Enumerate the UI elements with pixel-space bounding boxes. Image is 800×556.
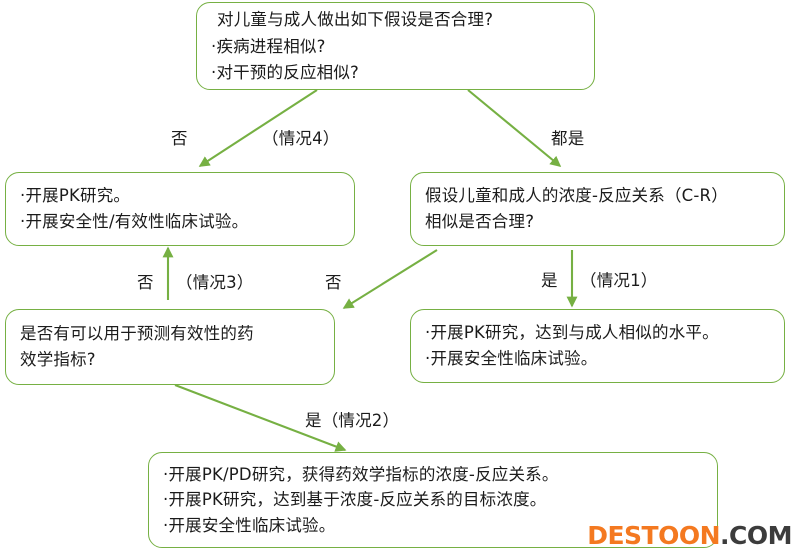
watermark: DESTOON.COM [587, 521, 792, 550]
edge-title-to-case4 [198, 89, 318, 167]
node-pd-question[interactable]: 是否有可以用于预测有效性的药 效学指标? [5, 309, 335, 385]
watermark-tld: .COM [720, 521, 792, 550]
cr-line-2: 相似是否合理? [425, 212, 535, 231]
title-bullet-1: ·疾病进程相似? [211, 37, 326, 57]
case4-bullet-2: ·开展安全性/有效性临床试验。 [20, 212, 249, 231]
edge-label-pd-to-case2-yes: 是（情况2） [305, 411, 400, 430]
pd-line-1: 是否有可以用于预测有效性的药 [20, 324, 254, 344]
case4-bullet-1: ·开展PK研究。 [20, 186, 131, 206]
case2-bullet-2: ·开展PK研究，达到基于浓度-反应关系的目标浓度。 [163, 490, 547, 510]
node-case1-actions[interactable]: ·开展PK研究，达到与成人相似的水平。 ·开展安全性临床试验。 [410, 309, 785, 383]
node-title-question[interactable]: 对儿童与成人做出如下假设是否合理? ·疾病进程相似? ·对干预的反应相似? [196, 2, 595, 90]
edge-label-top-left-case: （情况4） [262, 129, 340, 148]
node-cr-question[interactable]: 假设儿童和成人的浓度-反应关系（C-R） 相似是否合理? [410, 172, 785, 246]
edge-label-top-left-no: 否 [171, 129, 188, 148]
edge-cr-to-pd [342, 249, 438, 309]
case1-bullet-2: ·开展安全性临床试验。 [425, 349, 598, 368]
watermark-brand: DESTOON [587, 521, 721, 550]
case1-bullet-1: ·开展PK研究，达到与成人相似的水平。 [425, 323, 719, 343]
node-case2-actions[interactable]: ·开展PK/PD研究，获得药效学指标的浓度-反应关系。 ·开展PK研究，达到基于… [148, 452, 718, 548]
case2-bullet-3: ·开展安全性临床试验。 [163, 515, 336, 535]
edge-title-to-cr [467, 89, 562, 167]
edge-label-cr-to-case1-yes: 是 [541, 271, 558, 290]
edge-label-cr-to-pd-no: 否 [325, 273, 342, 292]
edge-label-top-right-all-yes: 都是 [551, 129, 585, 148]
edge-pd-to-case2 [174, 384, 347, 452]
edge-label-pd-to-case4-no: 否 [137, 273, 154, 292]
edge-label-pd-to-case4-case: （情况3） [176, 273, 254, 292]
node-case4-actions[interactable]: ·开展PK研究。 ·开展安全性/有效性临床试验。 [5, 172, 355, 246]
title-head: 对儿童与成人做出如下假设是否合理? [217, 9, 494, 29]
edge-label-cr-to-case1-case: （情况1） [580, 271, 658, 290]
cr-line-1: 假设儿童和成人的浓度-反应关系（C-R） [425, 186, 728, 206]
title-bullet-2: ·对干预的反应相似? [211, 62, 360, 82]
pd-line-2: 效学指标? [20, 350, 96, 369]
case2-bullet-1: ·开展PK/PD研究，获得药效学指标的浓度-反应关系。 [163, 464, 559, 484]
